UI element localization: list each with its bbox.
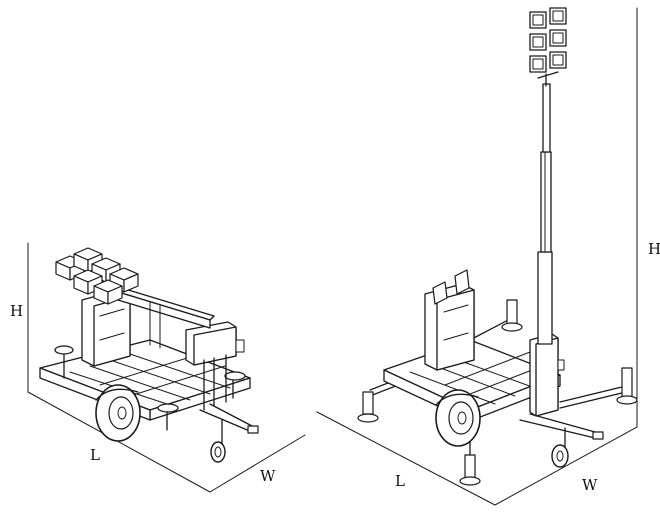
stowed-outriggers: [54, 345, 246, 431]
stowed-trailer-wheel: [95, 384, 141, 442]
stowed-width-label: W: [260, 467, 276, 485]
deployed-height-label: H: [648, 240, 660, 258]
deployed-generator-housing: [424, 269, 475, 371]
stowed-control-cabinet: [185, 321, 245, 411]
deployed-width-label: W: [582, 476, 598, 494]
stowed-floodlight-heads: [55, 247, 139, 305]
deployed-trailer-wheel: [435, 389, 481, 447]
deployed-light-tower: H L W: [316, 7, 660, 506]
stowed-dimension-frame: [27, 242, 306, 493]
deployed-floodlight-heads: [529, 7, 567, 87]
deployed-length-label: L: [395, 472, 405, 490]
deployed-mast-base: [529, 333, 565, 417]
deployed-towbar: [519, 413, 604, 468]
stowed-length-label: L: [90, 446, 100, 464]
deployed-dimension-frame: [316, 7, 638, 506]
deployed-telescopic-mast: [537, 83, 553, 345]
stowed-towbar: [199, 403, 259, 463]
stowed-height-label: H: [10, 302, 23, 320]
stowed-light-tower: H L W: [10, 242, 306, 493]
deployed-outriggers: [357, 299, 638, 486]
